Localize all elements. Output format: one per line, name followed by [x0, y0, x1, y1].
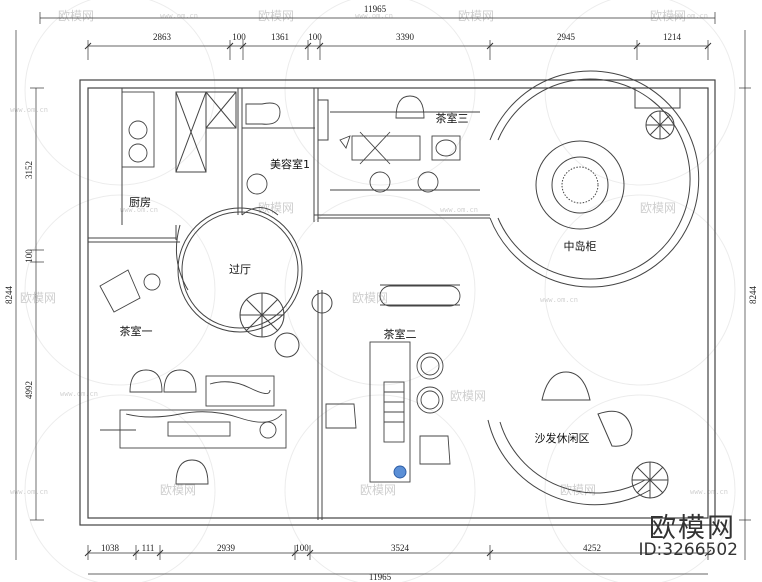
dim-top-3: 1361: [271, 32, 289, 42]
watermark-url: www.om.cn: [355, 12, 393, 20]
watermark-url: www.om.cn: [540, 296, 578, 304]
watermark-text: 欧模网: [360, 483, 396, 497]
dim-left-2: 100: [24, 249, 34, 263]
tea-room-2-fixtures: [325, 285, 461, 483]
dim-bottom-6: 4252: [583, 543, 601, 553]
watermark-text: 欧模网: [258, 201, 294, 215]
room-label-beauty-room: 美容室1: [270, 157, 310, 171]
hallway: [175, 207, 333, 358]
room-label-tea-room-1: 茶室一: [120, 324, 153, 338]
watermark-url: www.om.cn: [120, 206, 158, 214]
room-label-sofa-area: 沙发休闲区: [535, 431, 590, 445]
watermark-url: www.om.cn: [10, 488, 48, 496]
watermark-text: 欧模网: [640, 201, 676, 215]
dim-left-3: 4992: [24, 381, 34, 399]
watermark-url: www.om.cn: [60, 390, 98, 398]
dim-left-total: 8244: [4, 286, 14, 305]
watermark-text: 欧模网: [450, 389, 486, 403]
kitchen-fixtures: [121, 91, 155, 168]
room-label-tea-room-3: 茶室三: [436, 111, 469, 125]
dim-top-7: 1214: [663, 32, 682, 42]
watermark-url: www.om.cn: [440, 206, 478, 214]
watermark-text: 欧模网: [258, 9, 294, 23]
dim-top-2: 100: [232, 32, 246, 42]
exterior-walls: [79, 79, 716, 526]
watermark-text-group: 欧模网 欧模网 欧模网 欧模网 欧模网 欧模网 欧模网 欧模网 欧模网 欧模网 …: [10, 9, 728, 497]
tea-room-1-fixtures: [99, 269, 287, 485]
dim-top-6: 2945: [557, 32, 576, 42]
watermark-url: www.om.cn: [670, 12, 708, 20]
dimension-lines: [15, 12, 751, 575]
dimension-ticks: [84, 42, 712, 557]
beauty-room-fixtures: [241, 102, 281, 216]
watermark-text: 欧模网: [650, 9, 686, 23]
dim-left-1: 3152: [24, 161, 34, 179]
watermark-text: 欧模网: [20, 291, 56, 305]
watermark-text: 欧模网: [352, 291, 388, 305]
watermark-text: 欧模网: [58, 9, 94, 23]
island-round-room: [489, 70, 700, 288]
dim-top-5: 3390: [396, 32, 415, 42]
dim-right-total: 8244: [748, 286, 758, 305]
watermark-id: ID:3266502: [638, 540, 738, 560]
dim-bottom-3: 2939: [217, 543, 236, 553]
watermark-brand: 欧模网: [649, 513, 736, 544]
room-label-hallway: 过厅: [229, 263, 251, 276]
watermark-text: 欧模网: [160, 483, 196, 497]
dim-bottom-1: 1038: [101, 543, 120, 553]
room-label-kitchen: 厨房: [129, 196, 151, 209]
interior-walls: [88, 88, 490, 520]
tea-room-3-fixtures: [339, 95, 461, 193]
dim-bottom-4: 100: [295, 543, 309, 553]
room-label-tea-room-2: 茶室二: [384, 327, 417, 341]
dim-top-1: 2863: [153, 32, 172, 42]
watermark-text: 欧模网: [458, 9, 494, 23]
dim-bottom-5: 3524: [391, 543, 410, 553]
watermark-text: 欧模网: [560, 483, 596, 497]
watermark-url: www.om.cn: [690, 488, 728, 496]
watermark-url: www.om.cn: [160, 12, 198, 20]
room-label-island-cabinet: 中岛柜: [564, 239, 597, 253]
watermark-url: www.om.cn: [10, 106, 48, 114]
dim-top-4: 100: [308, 32, 322, 42]
dim-bottom-2: 111: [142, 543, 155, 553]
sofa-area-fixtures: [487, 371, 669, 506]
dim-bottom-total: 11965: [369, 572, 392, 582]
dim-top-total: 11965: [364, 4, 387, 14]
